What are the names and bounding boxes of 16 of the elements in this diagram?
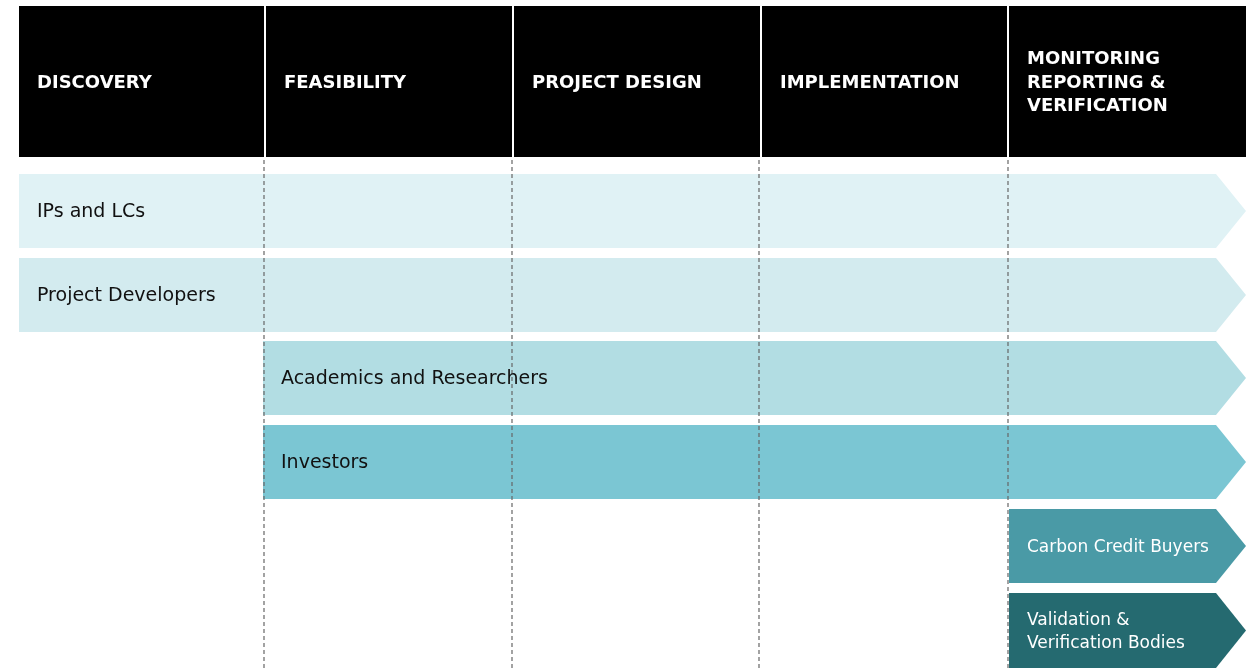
phase-header <box>19 6 264 157</box>
phase-title: IMPLEMENTATION <box>780 69 960 94</box>
phase-header <box>1009 6 1246 157</box>
phase-header <box>762 6 1007 157</box>
stakeholder-label: Investors <box>281 449 369 475</box>
stakeholder-label: IPs and LCs <box>37 198 146 224</box>
stakeholder-label: Academics and Researchers <box>281 365 548 391</box>
stakeholder-label: Carbon Credit Buyers <box>1027 534 1209 558</box>
stakeholder-label: Project Developers <box>37 282 216 308</box>
phase-title: FEASIBILITY <box>284 69 407 94</box>
stakeholder-label: Validation & Verification Bodies <box>1027 608 1186 653</box>
phase-header <box>514 6 760 157</box>
phase-title: DISCOVERY <box>37 69 152 94</box>
phase-title: MONITORING REPORTING & VERIFICATION <box>1027 46 1169 117</box>
phase-title: PROJECT DESIGN <box>532 69 702 94</box>
phase-header <box>266 6 512 157</box>
